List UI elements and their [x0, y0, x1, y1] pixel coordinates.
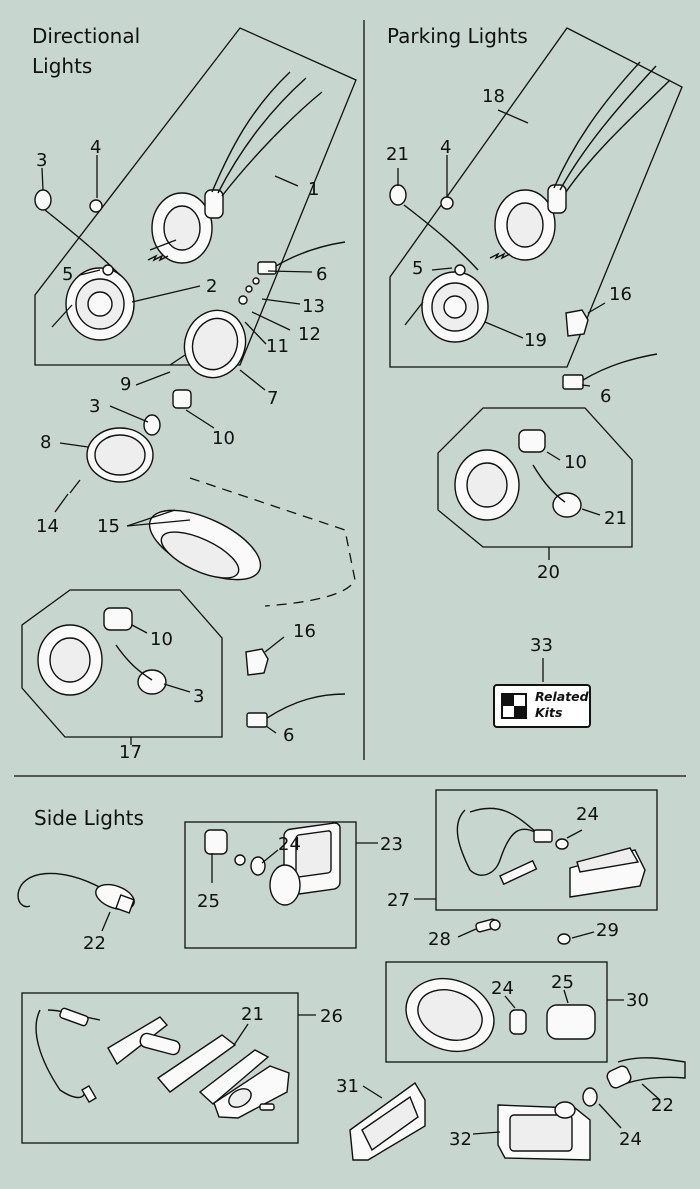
callout-32: 32 — [449, 1129, 472, 1150]
callout-18: 18 — [482, 86, 505, 107]
callout-6: 6 — [283, 725, 294, 746]
related-kits-button[interactable]: Related Kits — [493, 684, 591, 728]
parking-leaders — [397, 109, 606, 682]
callout-13: 13 — [302, 296, 325, 317]
parking-assembly-20 — [437, 407, 633, 548]
callout-28: 28 — [428, 929, 451, 950]
side-small-parts-28-29 — [457, 918, 595, 945]
callout-6: 6 — [316, 264, 327, 285]
callout-3: 3 — [36, 150, 47, 171]
callout-25: 25 — [197, 891, 220, 912]
callout-10: 10 — [212, 428, 235, 449]
connector-part-6c — [562, 353, 658, 390]
side-bulb-wire-22b — [582, 1057, 686, 1129]
callout-16: 16 — [293, 621, 316, 642]
directional-assembly-box — [34, 27, 357, 366]
callout-30: 30 — [626, 990, 649, 1011]
callout-10: 10 — [564, 452, 587, 473]
related-kits-line2: Kits — [535, 705, 563, 720]
related-kits-line1: Related — [535, 689, 589, 704]
callout-26: 26 — [320, 1006, 343, 1027]
callout-29: 29 — [596, 920, 619, 941]
callout-3: 3 — [89, 396, 100, 417]
directional-ring-part-7 — [169, 277, 260, 379]
side-lamp-box-26 — [21, 992, 316, 1144]
grommet-part-16b — [565, 309, 589, 337]
callout-12: 12 — [298, 324, 321, 345]
callout-25: 25 — [551, 972, 574, 993]
connector-part-6b — [246, 693, 346, 728]
callout-1: 1 — [308, 179, 319, 200]
section-title-directional: Directional Lights — [32, 21, 140, 81]
callout-23: 23 — [380, 834, 403, 855]
callout-5: 5 — [62, 264, 73, 285]
callout-21: 21 — [386, 144, 409, 165]
callout-24: 24 — [576, 804, 599, 825]
callout-11: 11 — [266, 336, 289, 357]
side-lamp-31 — [349, 1081, 426, 1161]
callout-10: 10 — [150, 629, 173, 650]
callout-5: 5 — [412, 258, 423, 279]
side-bulb-wire-22 — [17, 872, 135, 932]
callout-4: 4 — [90, 137, 101, 158]
directional-socket-lens — [69, 389, 192, 494]
callout-9: 9 — [120, 374, 131, 395]
related-kits-label: Related Kits — [535, 689, 589, 721]
side-lamp-box-23 — [184, 821, 378, 949]
callout-17: 17 — [119, 742, 142, 763]
callout-24: 24 — [491, 978, 514, 999]
callout-24: 24 — [619, 1129, 642, 1150]
callout-27: 27 — [387, 890, 410, 911]
callout-22: 22 — [83, 933, 106, 954]
directional-title-line1: Directional — [32, 24, 141, 48]
side-lamp-box-27 — [414, 789, 658, 911]
callout-2: 2 — [206, 276, 217, 297]
callout-15: 15 — [97, 516, 120, 537]
side-lamp-32 — [472, 1101, 591, 1161]
callout-22: 22 — [651, 1095, 674, 1116]
callout-21: 21 — [604, 508, 627, 529]
callout-19: 19 — [524, 330, 547, 351]
kits-checker-icon — [501, 693, 527, 719]
callout-16: 16 — [609, 284, 632, 305]
callout-20: 20 — [537, 562, 560, 583]
callout-14: 14 — [36, 516, 59, 537]
callout-33: 33 — [530, 635, 553, 656]
callout-24: 24 — [278, 834, 301, 855]
callout-7: 7 — [267, 388, 278, 409]
callout-numbers: 1 2 3 3 3 4 5 6 6 7 8 9 10 10 11 12 13 1… — [36, 86, 674, 1150]
callout-6: 6 — [600, 386, 611, 407]
callout-8: 8 — [40, 432, 51, 453]
callout-31: 31 — [336, 1076, 359, 1097]
directional-housing-part-15 — [148, 477, 356, 607]
parking-assembly-box — [389, 27, 683, 368]
directional-leaders — [41, 155, 313, 745]
section-title-parking: Parking Lights — [387, 24, 528, 48]
callout-4: 4 — [440, 137, 451, 158]
directional-assembly-17 — [21, 589, 223, 738]
callout-3: 3 — [193, 686, 204, 707]
side-lamp-box-30 — [385, 961, 624, 1063]
directional-title-line2: Lights — [32, 54, 93, 78]
connector-part-6a — [257, 241, 346, 275]
callout-21: 21 — [241, 1004, 264, 1025]
section-title-side: Side Lights — [34, 806, 144, 830]
grommet-part-16a — [245, 648, 269, 676]
